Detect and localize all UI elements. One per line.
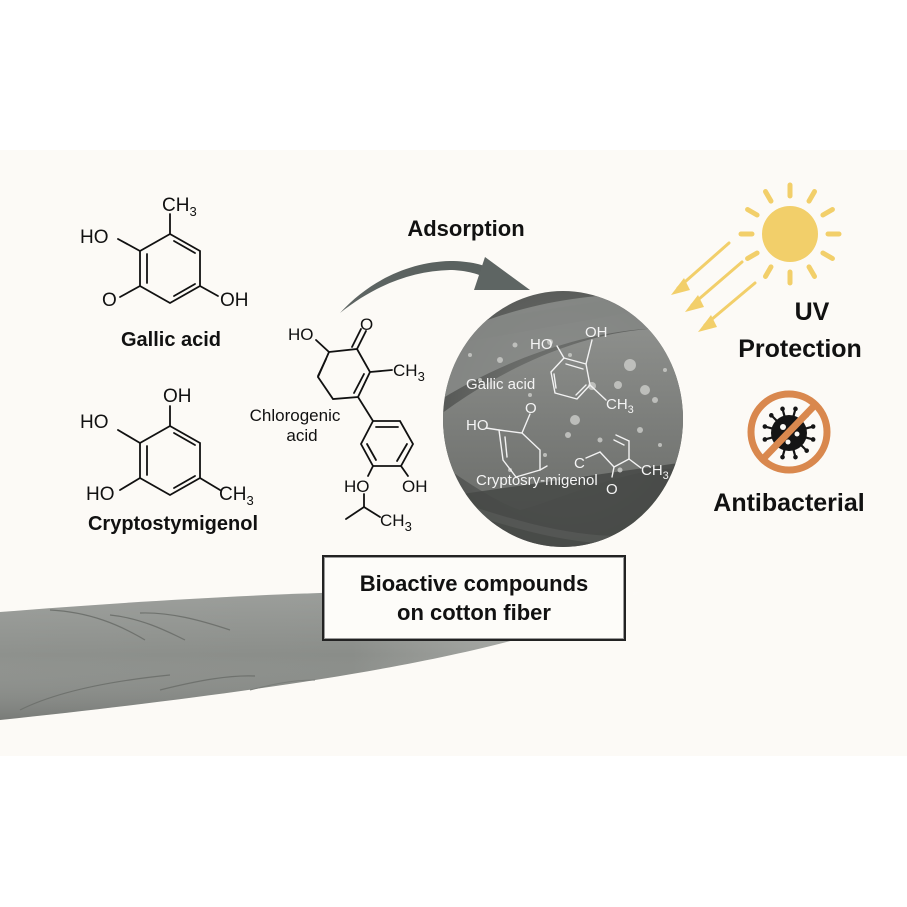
- uv-label-line2: Protection: [738, 335, 862, 363]
- sun-ray: [745, 207, 760, 218]
- sem-inset: HO OH CH3 Gallic acid HO O Cryptosry-mig…: [443, 291, 683, 547]
- gallic-acid-structure: CH3 HO O OH Gallic acid: [80, 195, 249, 351]
- virus-spike-tip: [769, 413, 774, 418]
- chloro-isopropyl-methyl-label: CH3: [380, 511, 412, 534]
- inset-crypto-o: O: [525, 400, 537, 417]
- sun-ray: [806, 264, 817, 279]
- antibacterial-label: Antibacterial: [713, 489, 864, 517]
- sun-ray: [763, 189, 774, 204]
- uv-rays-icon: [671, 241, 757, 332]
- virus-spike-tip: [804, 448, 809, 453]
- chloro-methyl-label: CH3: [393, 361, 425, 384]
- adsorption-title: Adsorption: [407, 216, 524, 241]
- sun-ray: [820, 250, 835, 261]
- crypto-ho-bottom-label: HO: [86, 484, 115, 505]
- gallic-methyl-label: CH3: [162, 195, 197, 219]
- inset-gallic-ho: HO: [530, 336, 553, 353]
- crypto-oh-top-label: OH: [163, 386, 192, 407]
- virus-spike-tip: [793, 454, 798, 460]
- virus-spike-tip: [810, 437, 816, 442]
- crypto-methyl-label: CH3: [219, 484, 254, 508]
- chlorogenic-name-line2: acid: [286, 426, 317, 445]
- virus-spike-tip: [810, 424, 816, 429]
- sun-ray: [806, 189, 817, 204]
- chlorogenic-acid-structure: HO O CH3 HO OH CH3 Chlorogenic acid: [250, 315, 428, 534]
- inset-gallic-structure: HO OH CH3 Gallic acid: [466, 324, 634, 416]
- inset-fragment-structure: C O CH3: [574, 434, 669, 498]
- adsorption-arrow: [340, 257, 530, 313]
- cryptostymigenol-structure: OH HO HO CH3 Cryptostymigenol: [80, 386, 258, 535]
- inset-gallic-oh: OH: [585, 324, 608, 341]
- chloro-oh-lower-label: OH: [402, 477, 428, 496]
- inset-cryptostymigenol-structure: HO O Cryptosry-migenol: [466, 400, 598, 489]
- chlorogenic-name-line1: Chlorogenic: [250, 406, 341, 425]
- gallic-ho-label: HO: [80, 227, 109, 248]
- caption-line2: on cotton fiber: [397, 600, 551, 625]
- crypto-ho-top-label: HO: [80, 412, 109, 433]
- sem-particles: [468, 339, 667, 473]
- virus-spike-tip: [780, 406, 785, 412]
- caption-line1: Bioactive compounds: [359, 571, 589, 596]
- uv-label-line1: UV: [795, 298, 830, 326]
- no-bacteria-icon: [747, 390, 831, 474]
- gallic-oh-label: OH: [220, 290, 249, 311]
- virus-spike-tip: [780, 454, 785, 460]
- sun-ray: [763, 264, 774, 279]
- virus-spike-tip: [762, 424, 768, 429]
- chloro-carbonyl-label: O: [360, 315, 373, 334]
- sun-ray: [820, 207, 835, 218]
- gallic-o-label: O: [102, 290, 117, 311]
- virus-spike-tip: [762, 437, 768, 442]
- inset-fragment-o: O: [606, 481, 618, 498]
- sun-ray: [745, 250, 760, 261]
- inset-fragment-c: C: [574, 455, 585, 472]
- chloro-ho-lower-label: HO: [344, 477, 370, 496]
- chloro-ho-label: HO: [288, 325, 314, 344]
- virus-spike-tip: [793, 406, 798, 412]
- inset-crypto-label: Cryptosry-migenol: [476, 472, 598, 489]
- gallic-acid-name: Gallic acid: [121, 329, 221, 351]
- inset-gallic-label: Gallic acid: [466, 376, 535, 393]
- caption-box: Bioactive compounds on cotton fiber: [322, 555, 626, 641]
- inset-gallic-ch3: CH3: [606, 396, 634, 416]
- inset-fragment-ch3: CH3: [641, 462, 669, 482]
- sun-icon: [738, 182, 842, 286]
- inset-crypto-ho: HO: [466, 417, 489, 434]
- cryptostymigenol-name: Cryptostymigenol: [88, 513, 258, 535]
